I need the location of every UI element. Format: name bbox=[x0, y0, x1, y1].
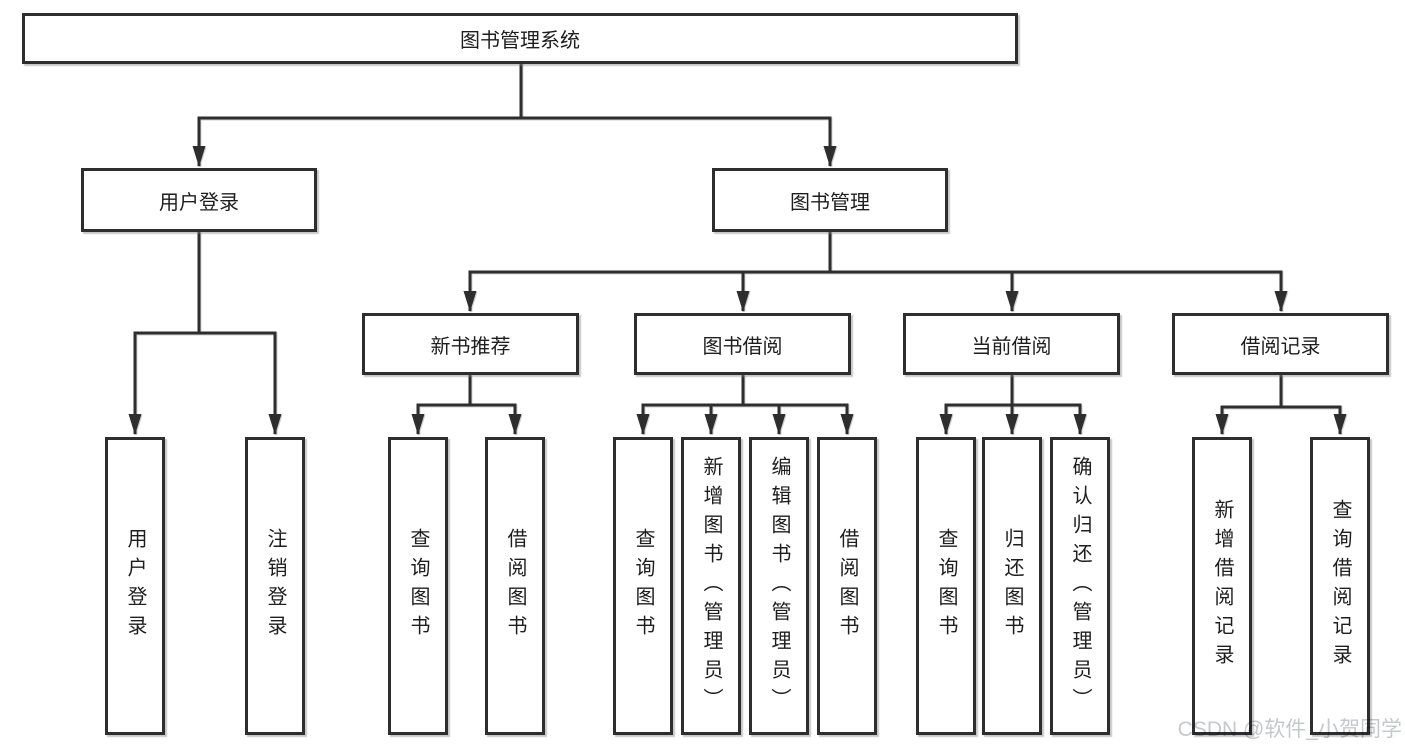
node-current-borrowing: 当前借阅 bbox=[903, 313, 1120, 375]
leaf-label: 查询图书 bbox=[407, 528, 429, 644]
leaf-add-books-admin: 新增图书（管理员） bbox=[681, 437, 741, 735]
leaf-label: 归还图书 bbox=[1001, 528, 1023, 644]
leaf-query-borrow-record: 查询借阅记录 bbox=[1310, 437, 1370, 735]
leaf-label: 注销登录 bbox=[264, 528, 286, 644]
leaf-label: 查询图书 bbox=[632, 528, 654, 644]
leaf-add-borrow-record: 新增借阅记录 bbox=[1192, 437, 1252, 735]
leaf-label: 确认归还（管理员） bbox=[1069, 455, 1091, 717]
node-book-borrowing: 图书借阅 bbox=[634, 313, 851, 375]
csdn-watermark: CSDN @软件_小贺同学 bbox=[1177, 718, 1402, 741]
leaf-label: 查询图书 bbox=[935, 528, 957, 644]
leaf-user-login: 用户登录 bbox=[105, 437, 165, 735]
leaf-label: 编辑图书（管理员） bbox=[768, 455, 790, 717]
node-user-login-group: 用户登录 bbox=[81, 168, 317, 232]
node-label: 当前借阅 bbox=[971, 335, 1052, 358]
leaf-label: 新增借阅记录 bbox=[1211, 499, 1233, 673]
leaf-label: 用户登录 bbox=[124, 528, 146, 644]
leaf-borrow-books-recommend: 借阅图书 bbox=[485, 437, 545, 735]
leaf-label: 新增图书（管理员） bbox=[700, 455, 722, 717]
node-label: 用户登录 bbox=[159, 191, 239, 214]
leaf-label: 借阅图书 bbox=[836, 528, 858, 644]
leaf-logout: 注销登录 bbox=[245, 437, 305, 735]
leaf-query-books-current: 查询图书 bbox=[916, 437, 976, 735]
leaf-label: 借阅图书 bbox=[504, 528, 526, 644]
leaf-label: 查询借阅记录 bbox=[1329, 499, 1351, 673]
node-library-management-system: 图书管理系统 bbox=[22, 13, 1018, 64]
leaf-confirm-return-admin: 确认归还（管理员） bbox=[1050, 437, 1110, 735]
node-label: 新书推荐 bbox=[430, 335, 511, 358]
leaf-query-books-borrowing: 查询图书 bbox=[613, 437, 673, 735]
leaf-edit-books-admin: 编辑图书（管理员） bbox=[749, 437, 809, 735]
node-label: 图书借阅 bbox=[702, 335, 783, 358]
leaf-query-books-recommend: 查询图书 bbox=[388, 437, 448, 735]
node-label: 图书管理 bbox=[790, 191, 870, 214]
node-label: 借阅记录 bbox=[1240, 335, 1321, 358]
node-book-management: 图书管理 bbox=[712, 168, 948, 232]
node-new-book-recommend: 新书推荐 bbox=[362, 313, 579, 375]
node-borrowing-records: 借阅记录 bbox=[1172, 313, 1389, 375]
leaf-return-books: 归还图书 bbox=[982, 437, 1042, 735]
leaf-borrow-books: 借阅图书 bbox=[817, 437, 877, 735]
node-label: 图书管理系统 bbox=[460, 30, 580, 52]
